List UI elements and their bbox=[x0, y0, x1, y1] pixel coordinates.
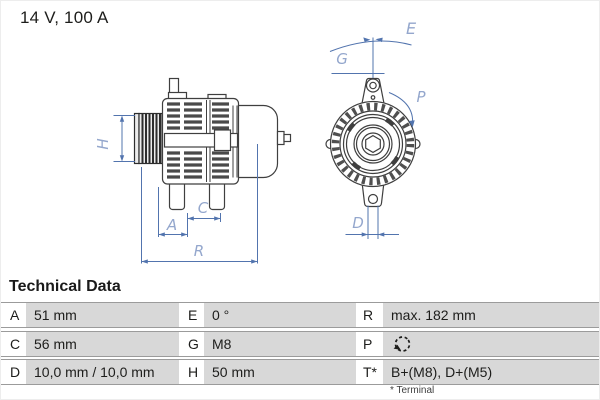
table-row: A 51 mm E 0 ° R max. 182 mm bbox=[1, 302, 599, 328]
row-value-c: 56 mm bbox=[26, 332, 179, 356]
table-heading: Technical Data bbox=[9, 278, 121, 295]
product-rating-title: 14 V, 100 A bbox=[20, 8, 109, 27]
alternator-technical-drawing: H A C R E G P D bbox=[94, 19, 426, 264]
row-key-e: E bbox=[179, 303, 204, 327]
row-value-d: 10,0 mm / 10,0 mm bbox=[26, 360, 179, 384]
dim-label-a: A bbox=[166, 216, 177, 234]
rotation-direction-icon bbox=[393, 336, 411, 352]
dim-label-c: C bbox=[198, 199, 209, 217]
row-key-d: D bbox=[1, 360, 26, 384]
side-view-drawing bbox=[133, 77, 292, 211]
row-value-r: max. 182 mm bbox=[383, 303, 599, 327]
table-row: C 56 mm G M8 P bbox=[1, 331, 599, 357]
row-value-p bbox=[383, 332, 599, 356]
row-key-r: R bbox=[356, 303, 383, 327]
dim-label-r: R bbox=[194, 242, 204, 260]
row-key-g: G bbox=[179, 332, 204, 356]
row-value-a: 51 mm bbox=[26, 303, 179, 327]
row-value-h: 50 mm bbox=[204, 360, 356, 384]
row-value-e: 0 ° bbox=[204, 303, 356, 327]
dimension-arrowheads bbox=[119, 115, 258, 264]
terminal-footnote: * Terminal bbox=[390, 385, 435, 396]
row-key-p: P bbox=[356, 332, 383, 356]
table-row: D 10,0 mm / 10,0 mm H 50 mm T* B+(M8), D… bbox=[1, 359, 599, 385]
row-key-h: H bbox=[179, 360, 204, 384]
row-key-a: A bbox=[1, 303, 26, 327]
dim-label-h: H bbox=[94, 138, 112, 149]
side-view-dimensions bbox=[113, 115, 258, 264]
row-value-t: B+(M8), D+(M5) bbox=[383, 360, 599, 384]
dim-label-e: E bbox=[406, 19, 417, 38]
front-fins bbox=[167, 102, 202, 179]
front-view-dimensions bbox=[329, 37, 415, 239]
dim-label-g: G bbox=[336, 50, 348, 68]
front-view-drawing bbox=[325, 77, 421, 208]
dimension-arrowheads bbox=[361, 37, 415, 237]
row-key-c: C bbox=[1, 332, 26, 356]
dim-label-d: D bbox=[352, 214, 364, 232]
row-value-g: M8 bbox=[204, 332, 356, 356]
dim-label-p: P bbox=[416, 88, 426, 106]
rear-fins bbox=[212, 102, 229, 179]
row-key-t: T* bbox=[356, 360, 383, 384]
dimension-labels: H A C R E G P D bbox=[94, 19, 426, 260]
